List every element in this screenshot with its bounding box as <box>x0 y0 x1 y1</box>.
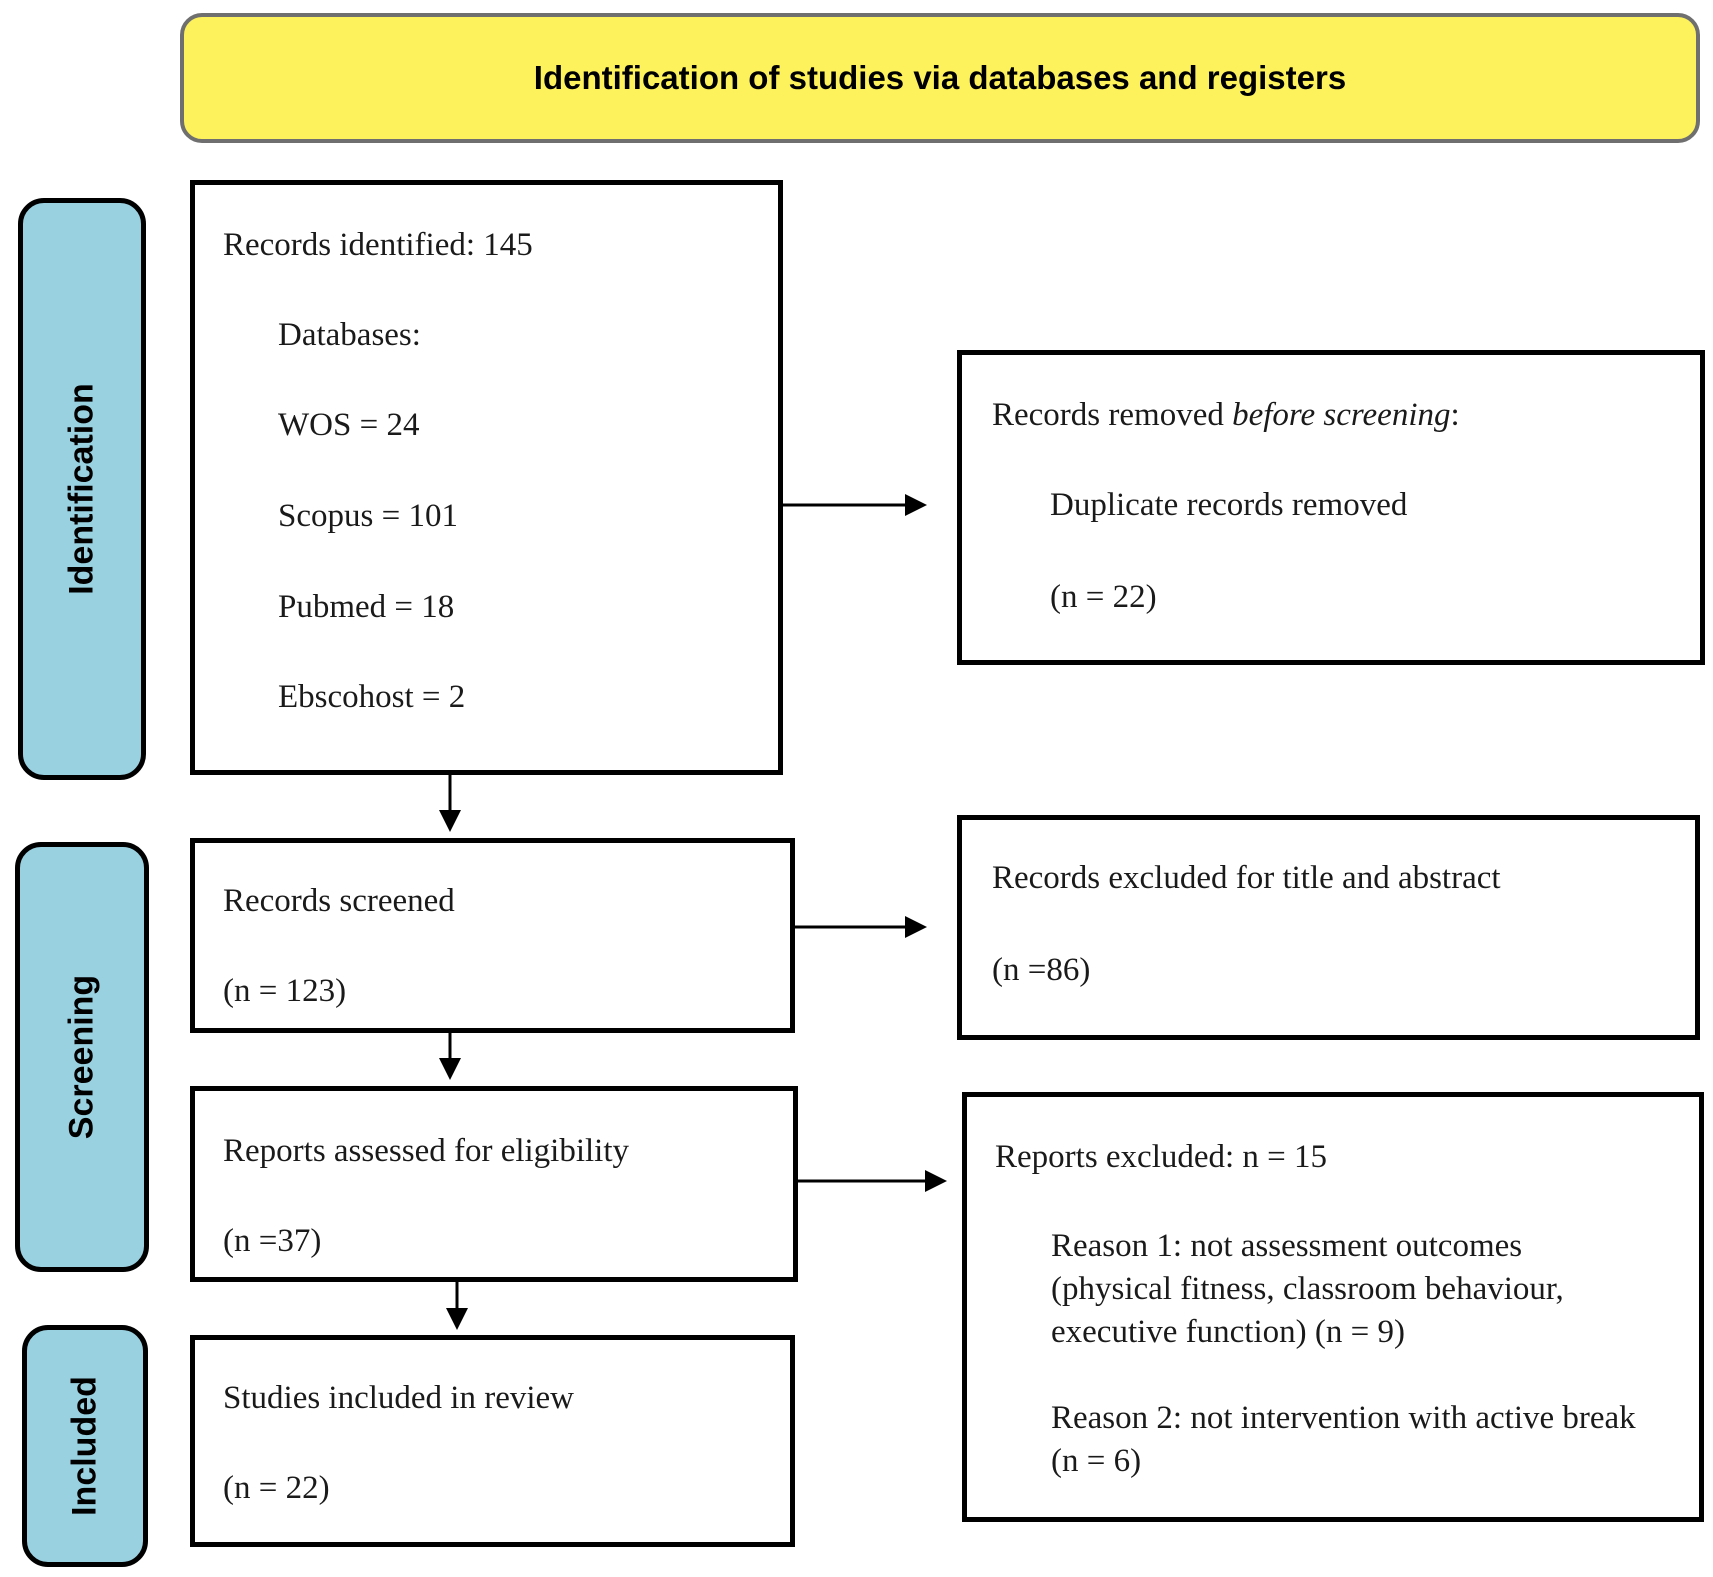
duplicate-records-label: Duplicate records removed <box>1050 487 1408 523</box>
arrowhead-identified-to-screened <box>439 810 461 832</box>
arrowhead-screened-to-assessed <box>439 1058 461 1080</box>
databases-label: Databases: <box>278 317 421 353</box>
stage-screening-label: Screening <box>62 974 101 1140</box>
reports-excluded-reason-2: Reason 2: not intervention with active b… <box>1051 1400 1636 1479</box>
studies-included-title: Studies included in review <box>223 1380 575 1416</box>
stage-identification-label: Identification <box>62 383 101 595</box>
records-identified-box: Records identified: 145 Databases: WOS =… <box>190 180 783 775</box>
arrowhead-identified-to-removed <box>905 494 927 516</box>
records-identified-title: Records identified: 145 <box>223 227 533 263</box>
wos-count: WOS = 24 <box>278 407 420 443</box>
records-excluded-count: (n =86) <box>992 952 1091 988</box>
scopus-count: Scopus = 101 <box>278 498 458 534</box>
records-removed-title: Records removed before screening: <box>992 397 1460 434</box>
arrowhead-screened-to-excluded <box>905 916 927 938</box>
records-screened-count: (n = 123) <box>223 973 347 1009</box>
reports-excluded-reason-1: Reason 1: not assessment outcomes (physi… <box>1051 1228 1564 1350</box>
records-removed-count: (n = 22) <box>1050 579 1157 615</box>
reports-assessed-count: (n =37) <box>223 1223 322 1259</box>
stage-included: Included <box>22 1325 148 1567</box>
stage-identification: Identification <box>18 198 146 780</box>
reports-assessed-title: Reports assessed for eligibility <box>223 1133 630 1169</box>
records-screened-title: Records screened <box>223 883 455 919</box>
arrowhead-assessed-to-reports-excluded <box>925 1170 947 1192</box>
records-removed-title-prefix: Records removed <box>992 397 1233 433</box>
reports-excluded-title: Reports excluded: n = 15 <box>995 1139 1328 1175</box>
records-removed-box: Records removed before screening: Duplic… <box>957 350 1705 665</box>
ebscohost-count: Ebscohost = 2 <box>278 679 466 715</box>
pubmed-count: Pubmed = 18 <box>278 589 455 625</box>
studies-included-count: (n = 22) <box>223 1470 330 1506</box>
arrowhead-assessed-to-included <box>446 1308 468 1330</box>
reports-assessed-box: Reports assessed for eligibility (n =37) <box>190 1086 798 1282</box>
records-excluded-box: Records excluded for title and abstract … <box>957 815 1700 1040</box>
header-title: Identification of studies via databases … <box>533 59 1347 96</box>
stage-screening: Screening <box>15 842 149 1272</box>
reports-excluded-box: Reports excluded: n = 15 Reason 1: not a… <box>962 1092 1704 1522</box>
records-removed-title-suffix: : <box>1450 397 1460 433</box>
records-removed-title-italic: before screening <box>1232 397 1451 433</box>
header-banner: Identification of studies via databases … <box>180 13 1700 143</box>
records-excluded-title: Records excluded for title and abstract <box>992 860 1501 896</box>
records-screened-box: Records screened (n = 123) <box>190 838 795 1033</box>
stage-included-label: Included <box>65 1376 104 1516</box>
studies-included-box: Studies included in review (n = 22) <box>190 1335 795 1547</box>
